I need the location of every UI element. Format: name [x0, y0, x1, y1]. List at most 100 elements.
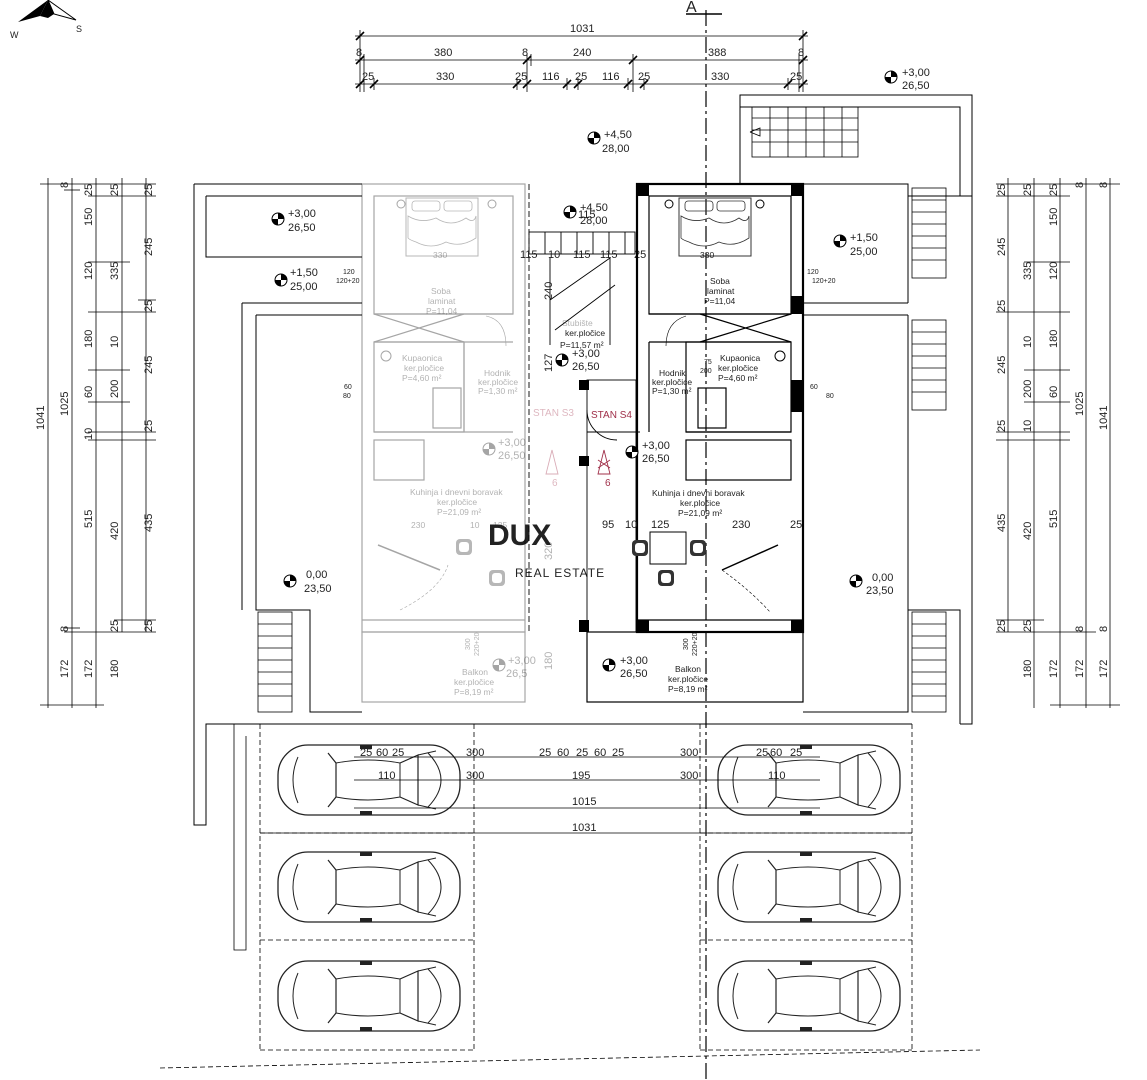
dim-right-c3-5: 60 [1048, 386, 1060, 398]
room-s3-kuh-floor: ker.pločice [437, 497, 477, 507]
room-s3-kup-area: P=4,60 m² [402, 373, 442, 383]
dim-top-r3-7: 25 [638, 71, 650, 83]
dim-left-c5-1: 25 [143, 184, 155, 196]
win-dim-l1: 120 [343, 269, 355, 276]
level-0-top: +4,50 [604, 129, 632, 141]
dim-top-r3-1: 25 [362, 71, 374, 83]
room-s3-kuh-area: P=21,09 m² [437, 507, 481, 517]
room-s4-soba-dim: 330 [700, 250, 714, 260]
door-dim-1: 75 [704, 359, 712, 366]
win-dim-l3: 60 [344, 384, 352, 391]
stair-dim-5: 115 [600, 249, 618, 261]
dim-right-c3-3: 120 [1048, 262, 1060, 280]
compass-west-label: W [10, 30, 19, 40]
park-dim-r1-3: 25 [392, 747, 404, 759]
room-s4-kuh-area: P=21,09 m² [678, 508, 722, 518]
dim-left-c4-7: 180 [109, 660, 121, 678]
level-5-bottom: 25,00 [850, 246, 878, 258]
dim-left-c3-5: 60 [83, 386, 95, 398]
compass-south-label: S [76, 24, 82, 34]
dim-left-c4-4: 200 [109, 380, 121, 398]
room-s4-bal-name: Balkon [675, 664, 701, 674]
stair-dim-127: 127 [543, 354, 555, 372]
dim-right-c2-4: 200 [1022, 380, 1034, 398]
section-marker: A [686, 0, 697, 16]
room-s3-kuh-name: Kuhinja i dnevni boravak [410, 487, 503, 497]
dim-left-c4-6: 25 [109, 620, 121, 632]
dim-right-c4-4: 172 [1074, 660, 1086, 678]
dim-right-c4-1: 8 [1074, 182, 1086, 188]
unit-s4 [579, 182, 805, 703]
dim-right-c3-4: 180 [1048, 330, 1060, 348]
dim-top-r3-3: 25 [515, 71, 527, 83]
room-s3-soba-floor: laminat [428, 296, 456, 306]
level-9-top: 0,00 [306, 569, 327, 581]
dim-right-c2-8: 180 [1022, 660, 1034, 678]
room-s3-k-dim2: 10 [470, 520, 480, 530]
dim-top-r3-2: 330 [436, 71, 454, 83]
stair-dim-240: 240 [543, 282, 555, 300]
level-1-bottom: 26,50 [902, 80, 930, 92]
dim-right-c1-1: 25 [996, 184, 1008, 196]
dim-right-c3-7: 172 [1048, 660, 1060, 678]
room-stubiste-name: Stubište [562, 318, 593, 328]
parked-cars [277, 744, 901, 1032]
parking-walls [233, 724, 247, 951]
dim-right-c4-2: 1025 [1074, 392, 1086, 416]
dim-left-c5-4: 245 [143, 356, 155, 374]
park-dim-r3: 1015 [572, 796, 596, 808]
dim-right-c1-6: 435 [996, 514, 1008, 532]
level-0-bottom: 28,00 [602, 143, 630, 155]
site-outline [193, 94, 973, 826]
dim-right-c2-7: 25 [1022, 620, 1034, 632]
stairs-left-bottom [257, 611, 293, 713]
room-s4-kup-area: P=4,60 m² [718, 373, 758, 383]
room-s3-soba-name: Soba [431, 286, 451, 296]
dim-right-c2-2: 335 [1022, 262, 1034, 280]
park-dim-r2-1: 110 [378, 770, 396, 782]
win-dim-r2: 120+20 [812, 278, 836, 285]
dim-left-c5-6: 435 [143, 514, 155, 532]
stairs-right-side [911, 187, 947, 713]
stair-dim-320: 320 [543, 542, 555, 560]
dim-left-c4-2: 335 [109, 262, 121, 280]
level-7-bottom: 26,50 [642, 453, 670, 465]
dim-right-c4-3: 8 [1074, 626, 1086, 632]
dim-right-c2-6: 420 [1022, 522, 1034, 540]
dim-left-c3-1: 25 [83, 184, 95, 196]
balc-dim-r2: 220+20 [692, 632, 699, 656]
dim-left-c5-7: 25 [143, 620, 155, 632]
level-12-top: +3,00 [508, 655, 536, 667]
dim-right-c3-1: 25 [1048, 184, 1060, 196]
level-6-bottom: 26,50 [572, 361, 600, 373]
room-s4-soba-floor: laminat [707, 286, 735, 296]
dim-top-r2-6: 8 [798, 47, 804, 59]
level-3-bottom: 26,50 [288, 222, 316, 234]
dim-right-c5-1: 8 [1098, 182, 1110, 188]
level-6-top: +3,00 [572, 348, 600, 360]
room-s3-kup-floor: ker.pločice [404, 363, 444, 373]
level-4-top: +1,50 [290, 267, 318, 279]
unit-s3 [361, 183, 526, 703]
room-s4-k-dim2: 10 [625, 519, 637, 531]
win-dim-r4: 80 [826, 393, 834, 400]
level-8-top: +3,00 [498, 437, 526, 449]
park-dim-r1-9: 25 [612, 747, 624, 759]
dim-left-c1-1: 1041 [35, 406, 47, 430]
room-s4-kuh-name: Kuhinja i dnevni boravak [652, 488, 745, 498]
park-dim-r1-6: 60 [557, 747, 569, 759]
level-11-top: +3,00 [620, 655, 648, 667]
dim-top-r2-2: 380 [434, 47, 452, 59]
stair-mark-6-left: 6 [552, 478, 558, 489]
dim-top-total: 1031 [570, 23, 594, 35]
park-dim-r2-5: 110 [768, 770, 786, 782]
dim-top-r3-9: 25 [790, 71, 802, 83]
park-dim-r1-11: 25 [756, 747, 768, 759]
park-dim-r1-12: 60 [770, 747, 782, 759]
park-dim-r1-7: 25 [576, 747, 588, 759]
level-12-bottom: 26,5 [506, 668, 527, 680]
win-dim-r1: 120 [807, 269, 819, 276]
win-dim-r3: 60 [810, 384, 818, 391]
dim-right-c1-4: 245 [996, 356, 1008, 374]
room-s4-bal-floor: ker.pločice [668, 674, 708, 684]
